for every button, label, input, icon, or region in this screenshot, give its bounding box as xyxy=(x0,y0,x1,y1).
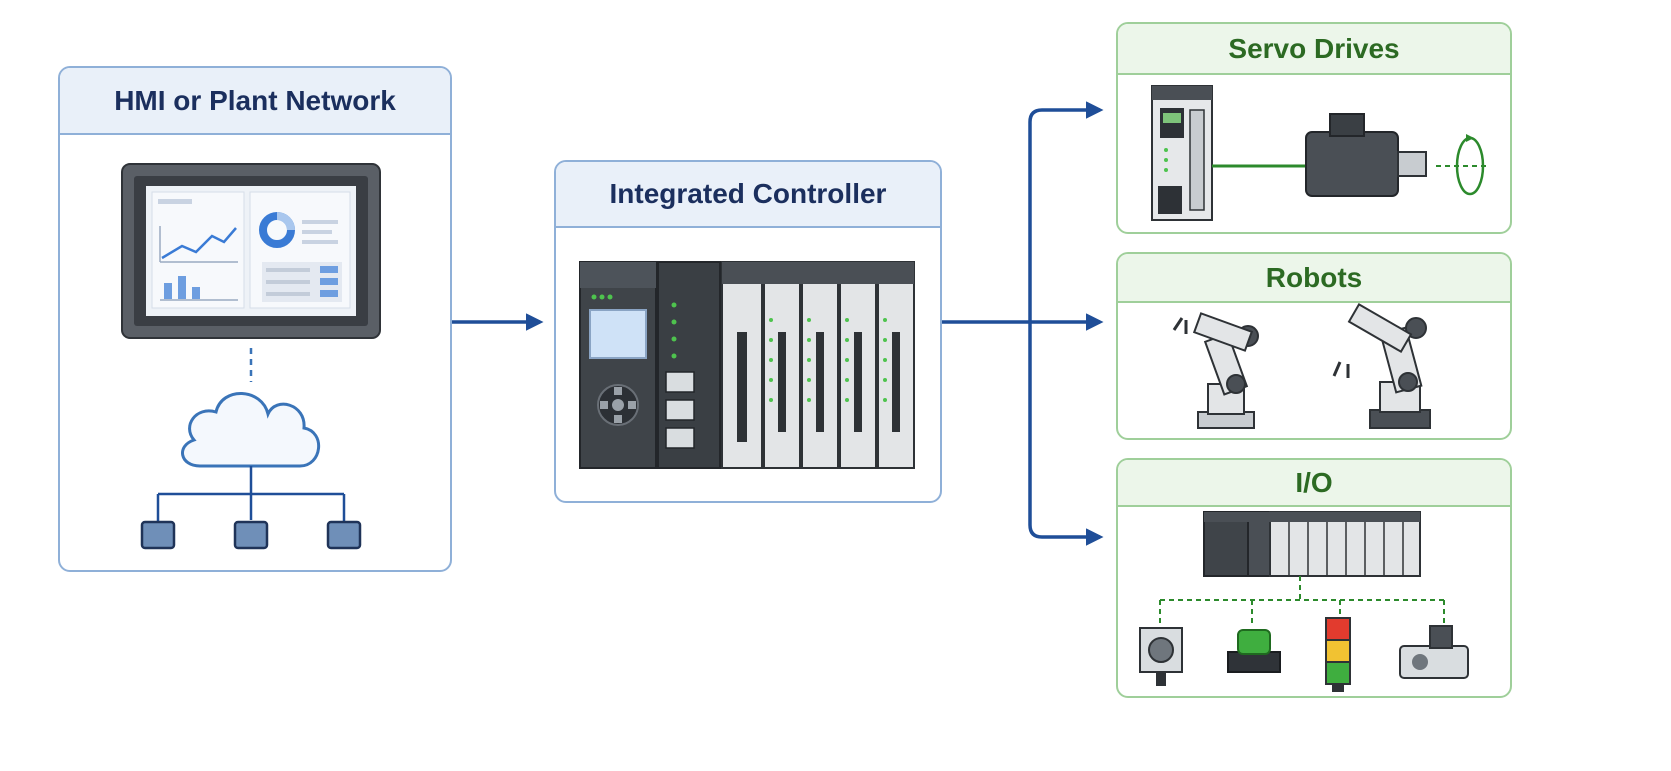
plc-controller-icon xyxy=(579,261,915,469)
robots-panel: Robots xyxy=(1116,252,1512,440)
io-rack-icon xyxy=(1203,511,1421,577)
cloud-icon xyxy=(181,392,321,468)
robot-arm-icon xyxy=(1332,302,1431,429)
io-bus-lines xyxy=(1159,576,1445,624)
servo-panel-title: Servo Drives xyxy=(1118,24,1510,75)
network-tree xyxy=(156,466,346,522)
robots-panel-title: Robots xyxy=(1118,254,1510,303)
network-node-icon xyxy=(140,520,176,550)
controller-panel-title: Integrated Controller xyxy=(556,162,940,228)
io-panel-title: I/O xyxy=(1118,460,1510,507)
stack-light-icon xyxy=(1325,617,1351,692)
network-node-icon xyxy=(233,520,269,550)
hmi-panel-title: HMI or Plant Network xyxy=(60,68,450,135)
robot-arm-icon xyxy=(1172,312,1259,429)
rotation-icon xyxy=(1436,134,1490,196)
connector-arrows xyxy=(452,101,1104,546)
network-node-icon xyxy=(326,520,362,550)
servo-drive-icon xyxy=(1151,85,1213,221)
monitor-icon xyxy=(121,163,381,339)
servo-motor-icon xyxy=(1305,113,1427,197)
push-button-icon xyxy=(1227,629,1281,673)
proximity-sensor-icon xyxy=(1399,625,1469,679)
sensor-icon xyxy=(1139,627,1183,686)
